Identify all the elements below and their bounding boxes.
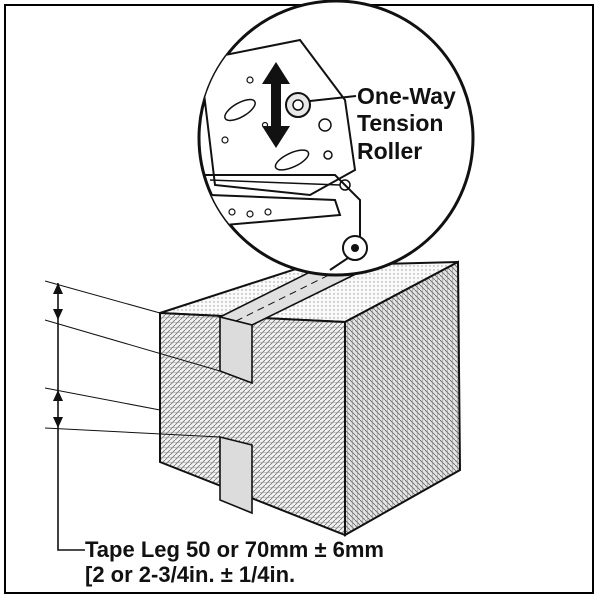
callout-line-1: One-Way — [357, 83, 456, 109]
dimension-caption: Tape Leg 50 or 70mm ± 6mm [2 or 2-3/4in.… — [85, 537, 384, 588]
tape-leg-top — [219, 315, 253, 385]
dimension-lines — [44, 280, 221, 551]
callout-line-2: Tension — [357, 110, 444, 137]
double-arrow-vertical-icon — [262, 62, 290, 148]
caption-line-1: Tape Leg 50 or 70mm ± 6mm — [85, 537, 384, 562]
caption-line-2: [2 or 2-3/4in. ± 1/4in. — [85, 562, 296, 588]
box-side-face — [344, 260, 462, 537]
tape-leg-bottom — [219, 435, 253, 515]
callout-line-3: Roller — [357, 137, 423, 164]
callout-label: One-Way Tension Roller — [357, 83, 456, 165]
detail-magnifier — [197, 0, 475, 277]
